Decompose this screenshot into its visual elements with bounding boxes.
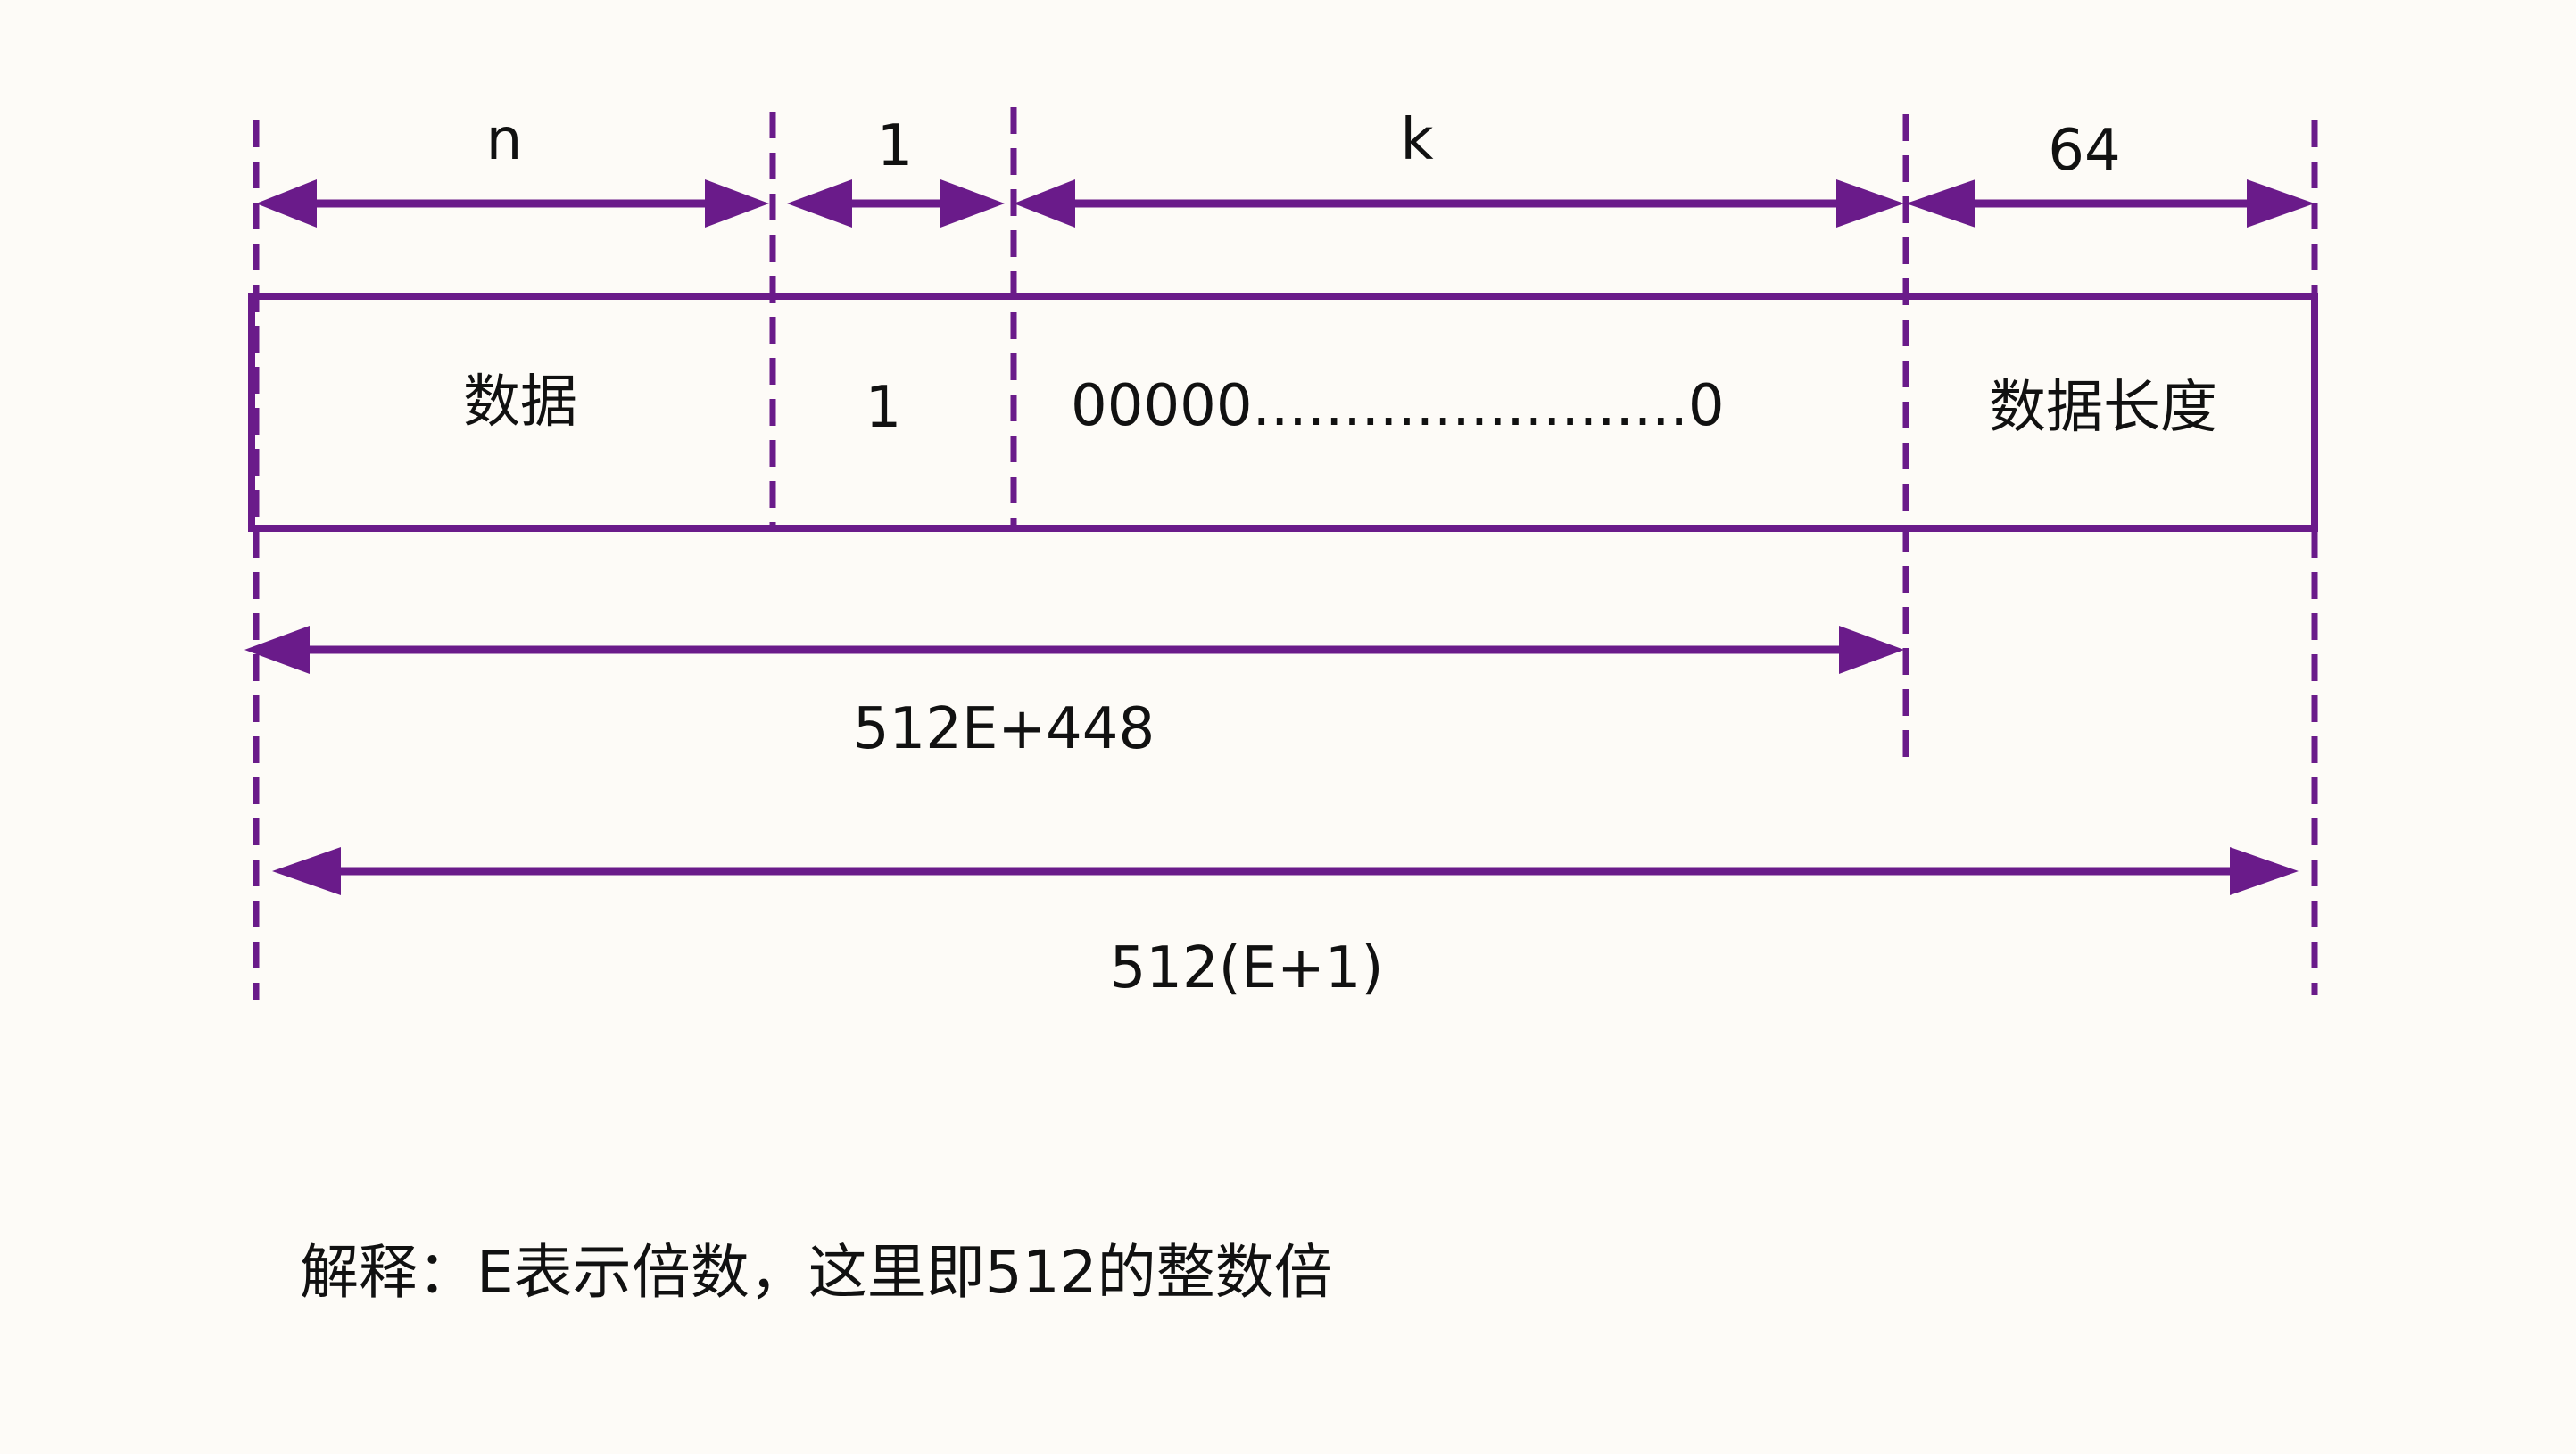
label-k: k xyxy=(1400,107,1433,173)
cell-data-label: 数据 xyxy=(463,370,577,436)
arrowhead-right xyxy=(940,179,1005,228)
cell-one-label: 1 xyxy=(866,375,902,441)
label-64: 64 xyxy=(2048,118,2120,184)
block-rectangle xyxy=(248,293,2318,532)
arrowhead-right xyxy=(1836,179,1904,228)
arrowhead-left xyxy=(1014,179,1075,228)
arrowhead-left xyxy=(256,179,317,228)
arrowheads xyxy=(244,179,2315,895)
arrowhead-right xyxy=(2247,179,2315,228)
label-512e448: 512E+448 xyxy=(853,696,1155,762)
cell-padding-label: 00000........................0 xyxy=(1071,373,1725,439)
label-n: n xyxy=(486,107,523,173)
arrowhead-left xyxy=(272,847,341,895)
arrowhead-right xyxy=(2230,847,2299,895)
cell-length-label: 数据长度 xyxy=(1989,375,2217,441)
arrowhead-left xyxy=(1906,179,1975,228)
label-512e1: 512(E+1) xyxy=(1110,935,1384,1001)
arrowhead-right xyxy=(705,179,769,228)
label-one-top: 1 xyxy=(877,113,914,179)
arrowhead-left xyxy=(787,179,852,228)
explanation-note: 解释：E表示倍数，这里即512的整数倍 xyxy=(300,1238,1333,1307)
boundary-lines xyxy=(253,107,2318,1000)
arrowhead-right xyxy=(1839,626,1904,674)
dimension-arrows xyxy=(308,199,2254,876)
arrowhead-left xyxy=(244,626,310,674)
